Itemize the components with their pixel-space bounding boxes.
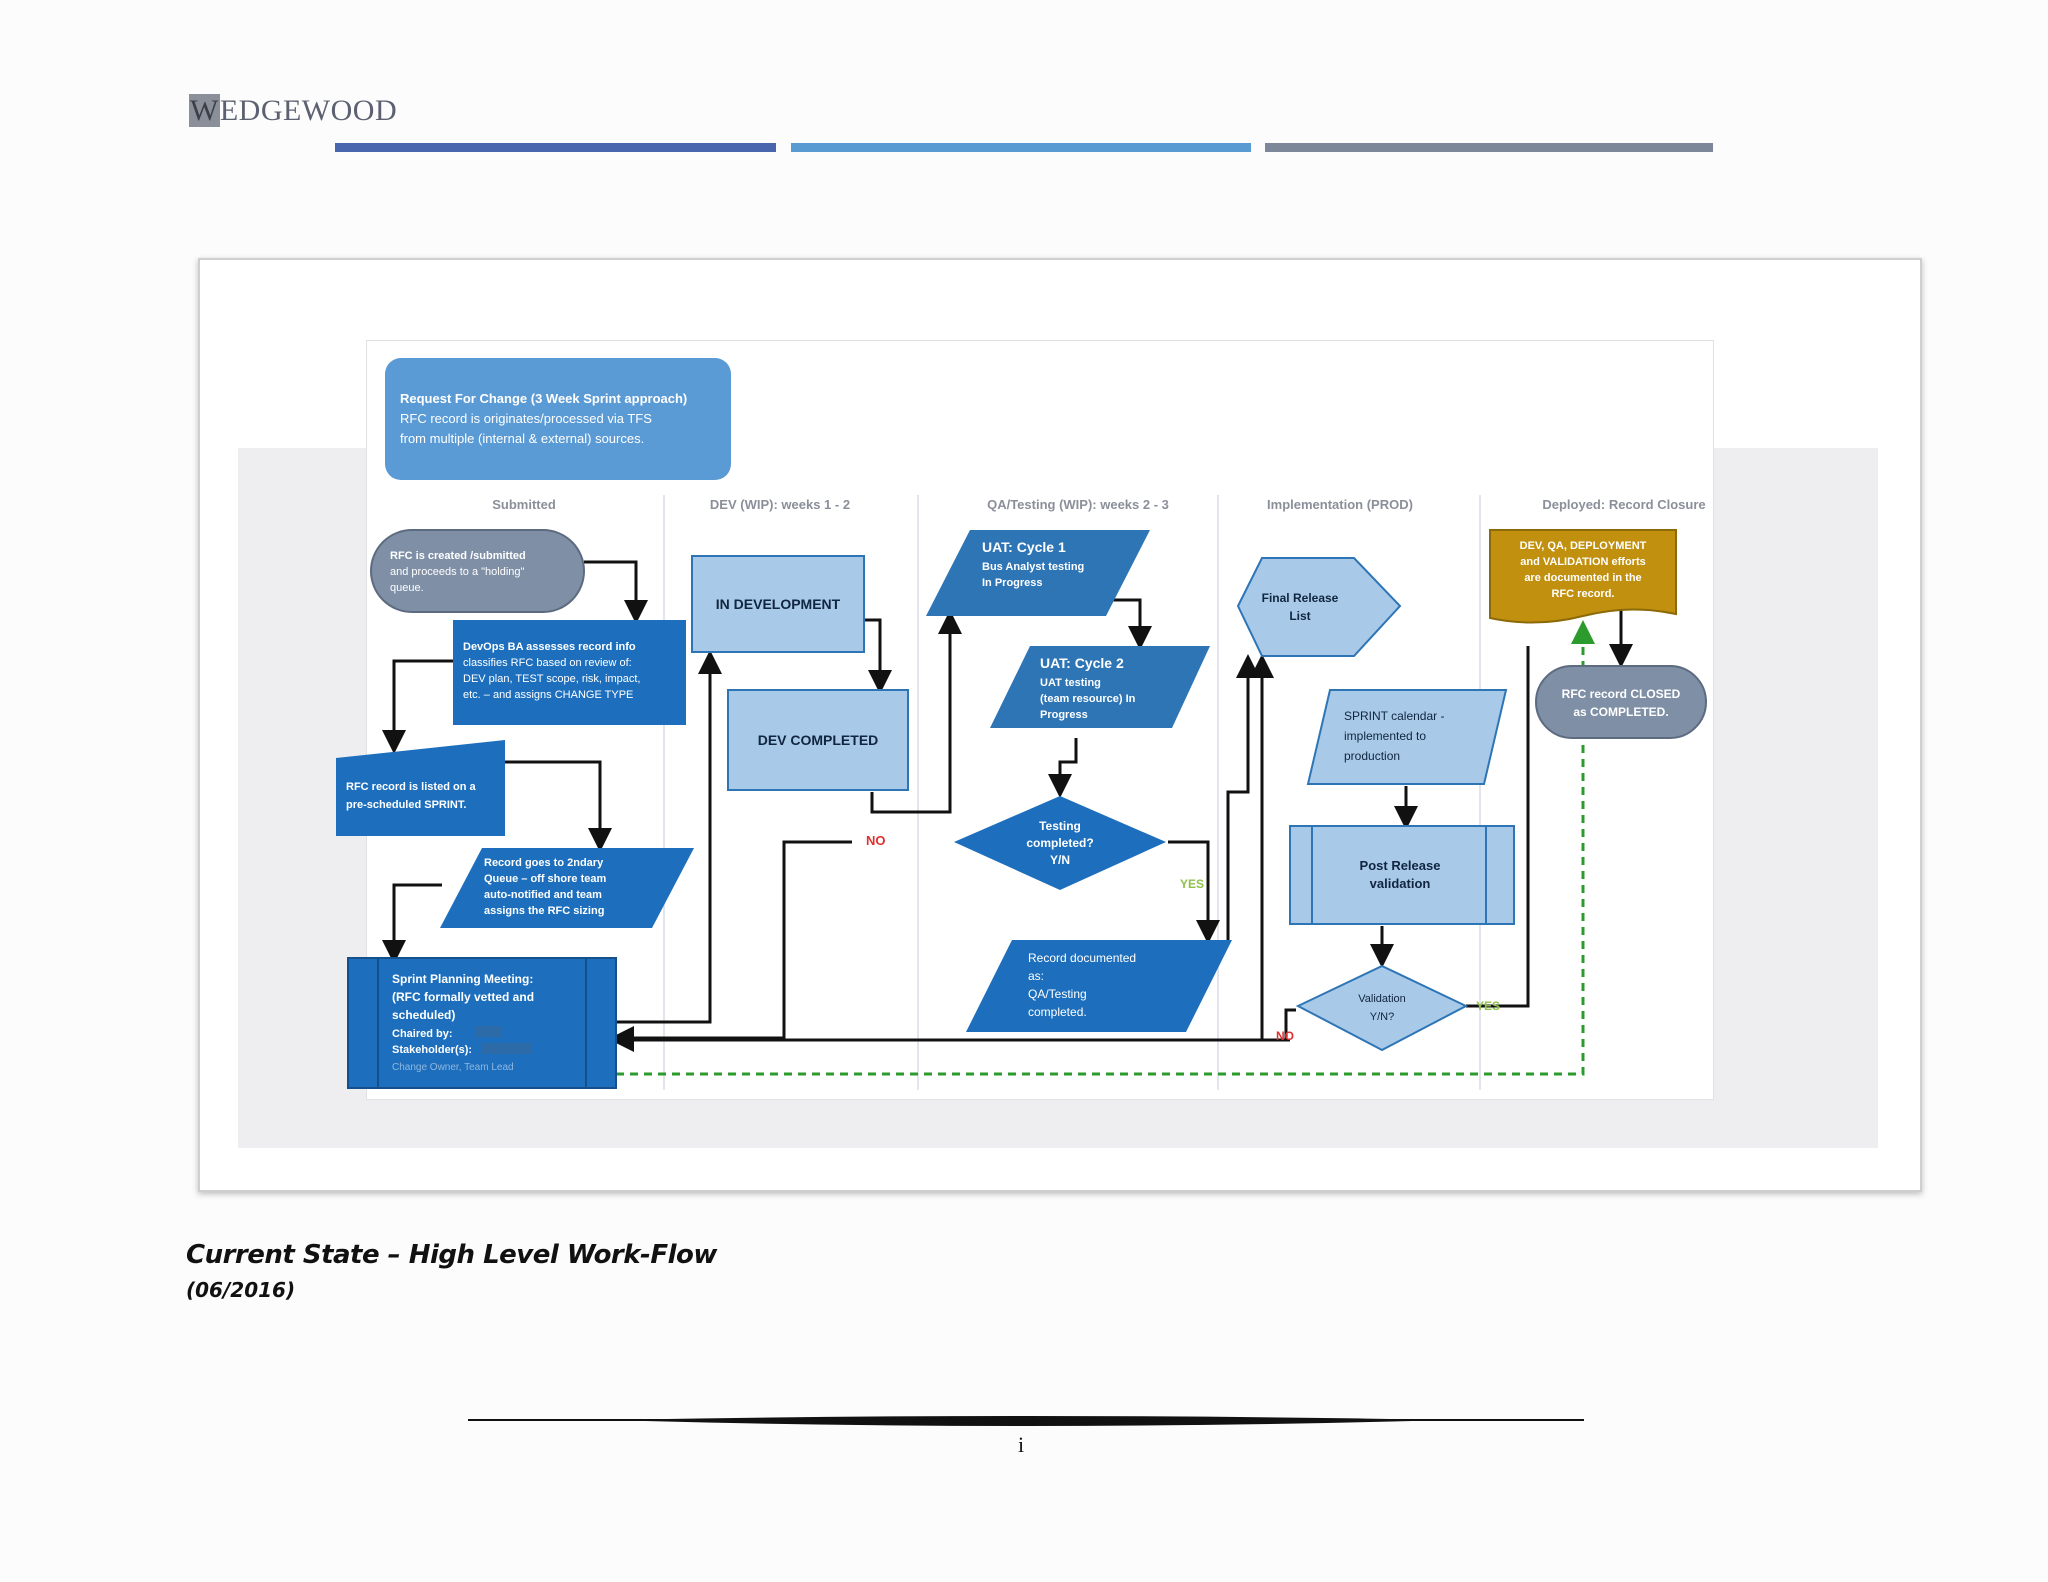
header-bar-3: [1265, 143, 1713, 152]
sprint-meeting-line-2: (RFC formally vetted and: [392, 990, 534, 1004]
uat2-line-1: UAT: Cycle 2: [1040, 655, 1124, 671]
caption-date: (06/2016): [186, 1278, 296, 1302]
record-documented-line-3: QA/Testing: [1028, 987, 1087, 1001]
validation-yes-label: YES: [1476, 999, 1500, 1013]
sprint-calendar-line-3: production: [1344, 749, 1400, 763]
rfc-listed-line-1: RFC record is listed on a: [346, 781, 476, 793]
uat2-line-2: UAT testing: [1040, 677, 1101, 689]
final-release-node: Final Release List: [1236, 557, 1402, 657]
rfc-listed-node: RFC record is listed on a pre-scheduled …: [336, 740, 505, 836]
lane-header-submitted: Submitted: [492, 497, 556, 512]
testing-decision-line-1: Testing: [1039, 819, 1081, 833]
company-logo: WEDGEWOOD: [189, 94, 397, 130]
validation-decision-node: Validation Y/N?: [1295, 964, 1469, 1052]
rfc-closed-line-1: RFC record CLOSED: [1562, 687, 1681, 701]
sprint-meeting-line-4: Chaired by:: [392, 1028, 453, 1040]
rfc-closed-line-2: as COMPLETED.: [1573, 705, 1668, 719]
intro-line-3: from multiple (internal & external) sour…: [400, 431, 644, 446]
intro-line-2: RFC record is originates/processed via T…: [400, 411, 652, 426]
testing-decision-node: Testing completed? Y/N: [954, 796, 1166, 890]
sprint-planning-node: Sprint Planning Meeting: (RFC formally v…: [347, 957, 617, 1089]
devops-ba-line-1: DevOps BA assesses record info: [463, 641, 636, 653]
record-documented-line-1: Record documented: [1028, 951, 1136, 965]
header-bar-1: [335, 143, 776, 152]
rfc-created-line-3: queue.: [390, 582, 424, 594]
rfc-created-line-1: RFC is created /submitted: [390, 550, 526, 562]
rfc-created-node: RFC is created /submitted and proceeds t…: [370, 529, 585, 613]
figure-caption: Current State – High Level Work-Flow (06…: [186, 1240, 717, 1302]
post-release-node: Post Release validation: [1289, 825, 1515, 925]
sprint-meeting-line-6: Change Owner, Team Lead: [392, 1062, 514, 1073]
logo-text: WEDGEWOOD: [189, 94, 398, 127]
record-documented-line-4: completed.: [1028, 1005, 1087, 1019]
in-development-label: IN DEVELOPMENT: [716, 596, 841, 612]
uat1-line-3: In Progress: [982, 577, 1043, 589]
lane-header-qa: QA/Testing (WIP): weeks 2 - 3: [987, 497, 1169, 512]
testing-decision-line-2: completed?: [1026, 836, 1093, 850]
final-release-line-1: Final Release: [1262, 591, 1339, 605]
return-dashed-line: [616, 620, 1595, 1076]
validation-line-2: Y/N?: [1370, 1011, 1394, 1023]
lane-header-implementation: Implementation (PROD): [1267, 497, 1413, 512]
intro-line-1: Request For Change (3 Week Sprint approa…: [400, 391, 687, 406]
record-queue-node: Record goes to 2ndary Queue – off shore …: [440, 848, 694, 928]
documented-node: DEV, QA, DEPLOYMENT and VALIDATION effor…: [1489, 529, 1677, 624]
record-queue-line-2: Queue – off shore team: [484, 873, 606, 885]
documented-line-4: RFC record.: [1552, 588, 1615, 600]
devops-ba-node: DevOps BA assesses record info classifie…: [453, 620, 686, 725]
documented-line-2: and VALIDATION efforts: [1520, 556, 1645, 568]
sprint-meeting-line-1: Sprint Planning Meeting:: [392, 972, 533, 986]
in-development-node: IN DEVELOPMENT: [691, 555, 865, 653]
intro-box: Request For Change (3 Week Sprint approa…: [385, 358, 731, 480]
sprint-calendar-node: SPRINT calendar - implemented to product…: [1306, 689, 1508, 785]
lane-dividers: [663, 495, 1481, 1090]
uat2-line-3: (team resource) In: [1040, 693, 1136, 705]
page-number: i: [1018, 1432, 1025, 1457]
post-release-line-1: Post Release: [1360, 858, 1441, 873]
dev-completed-label: DEV COMPLETED: [758, 732, 879, 748]
uat-cycle-1-node: UAT: Cycle 1 Bus Analyst testing In Prog…: [926, 530, 1150, 616]
record-queue-line-1: Record goes to 2ndary: [484, 857, 604, 869]
documented-line-1: DEV, QA, DEPLOYMENT: [1520, 540, 1647, 552]
documented-line-3: are documented in the: [1524, 572, 1641, 584]
dev-completed-node: DEV COMPLETED: [727, 689, 909, 791]
validation-no-label: NO: [1276, 1029, 1294, 1043]
rfc-created-line-2: and proceeds to a "holding": [390, 566, 525, 578]
devops-ba-line-4: etc. – and assigns CHANGE TYPE: [463, 689, 633, 701]
footer-rule: [468, 1416, 1584, 1426]
uat1-line-2: Bus Analyst testing: [982, 561, 1084, 573]
lane-header-deployed: Deployed: Record Closure: [1542, 497, 1705, 512]
lane-header-dev: DEV (WIP): weeks 1 - 2: [710, 497, 850, 512]
sprint-meeting-line-3: scheduled): [392, 1008, 455, 1022]
devops-ba-line-2: classifies RFC based on review of:: [463, 657, 632, 669]
devops-ba-line-3: DEV plan, TEST scope, risk, impact,: [463, 673, 641, 685]
rfc-listed-line-2: pre-scheduled SPRINT.: [346, 799, 466, 811]
sprint-calendar-line-1: SPRINT calendar -: [1344, 709, 1444, 723]
testing-no-label: NO: [866, 833, 886, 848]
sprint-calendar-line-2: implemented to: [1344, 729, 1426, 743]
sprint-meeting-line-5: Stakeholder(s):: [392, 1044, 472, 1056]
post-release-line-2: validation: [1370, 876, 1431, 891]
uat1-line-1: UAT: Cycle 1: [982, 539, 1066, 555]
connectors: [382, 560, 1633, 1052]
record-queue-line-4: assigns the RFC sizing: [484, 905, 604, 917]
final-release-line-2: List: [1289, 609, 1310, 623]
validation-line-1: Validation: [1358, 993, 1406, 1005]
uat2-line-4: Progress: [1040, 709, 1088, 721]
record-queue-line-3: auto-notified and team: [484, 889, 602, 901]
record-documented-line-2: as:: [1028, 969, 1044, 983]
uat-cycle-2-node: UAT: Cycle 2 UAT testing (team resource)…: [990, 646, 1210, 728]
testing-decision-line-3: Y/N: [1050, 853, 1070, 867]
rfc-closed-node: RFC record CLOSED as COMPLETED.: [1535, 665, 1707, 739]
testing-yes-label: YES: [1180, 877, 1204, 891]
record-documented-node: Record documented as: QA/Testing complet…: [966, 940, 1232, 1032]
caption-title: Current State – High Level Work-Flow: [186, 1240, 717, 1270]
header-bar-2: [791, 143, 1251, 152]
